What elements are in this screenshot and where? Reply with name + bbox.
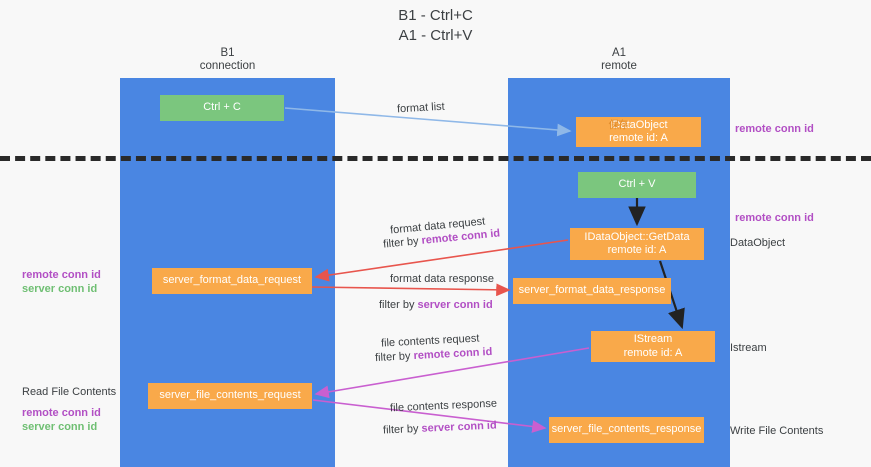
lane-header-a1-name: A1 (611, 47, 627, 59)
box-server-format-data-response-label: server_format_data_response (518, 284, 666, 297)
margin-left-bottom-server-conn-id: server conn id (22, 421, 98, 433)
filter-prefix: filter by (379, 299, 418, 311)
flow-label-file-contents-response-filter: filter by server conn id (383, 419, 497, 438)
flow-label-format-data-response-filter: filter by server conn id (379, 298, 493, 312)
title-line-1: B1 - Ctrl+C (398, 7, 473, 24)
diagram-title: B1 - Ctrl+C A1 - Ctrl+V (0, 6, 871, 46)
margin-left-read-file-contents: Read File Contents (22, 386, 117, 398)
box-getdata-line1: IDataObject::GetData (584, 230, 690, 243)
lane-header-b1: B1 connection (120, 47, 335, 73)
filter-key-server-conn-id: server conn id (421, 419, 497, 435)
flow-label-format-data-response: format data response (390, 273, 494, 285)
filter-prefix: filter by (382, 422, 422, 437)
margin-left-remote-conn-id: remote conn id (22, 269, 101, 281)
margin-right-dataobject: DataObject (730, 237, 786, 249)
box-idataobject-line2: remote id: A (609, 132, 668, 144)
margin-label-left-bottom: Read File Contents remote conn id server… (22, 385, 116, 434)
box-server-file-contents-response[interactable]: server_file_contents_response (549, 417, 704, 443)
box-ctrl-v[interactable]: Ctrl + V (578, 172, 696, 198)
filter-prefix: filter by (382, 234, 423, 251)
lane-header-a1: A1 remote (508, 47, 730, 73)
box-server-format-data-response[interactable]: server_format_data_response (513, 278, 671, 304)
box-server-format-data-request[interactable]: server_format_data_request (152, 268, 312, 294)
margin-right-write-file-contents: Write File Contents (730, 425, 824, 437)
box-server-file-contents-request-label: server_file_contents_request (159, 389, 301, 402)
box-istream[interactable]: IStream remote id: A (591, 331, 715, 362)
margin-left-bottom-remote-conn-id: remote conn id (22, 407, 101, 419)
margin-left-server-conn-id: server conn id (22, 283, 98, 295)
filter-key-remote-conn-id: remote conn id (413, 345, 493, 363)
flow-label-file-contents-response: file contents response (389, 397, 498, 415)
title-line-2: A1 - Ctrl+V (398, 27, 473, 44)
box-server-format-data-request-label: server_format_data_request (162, 274, 302, 287)
box-server-file-contents-request[interactable]: server_file_contents_request (148, 383, 312, 409)
box-ctrl-v-label: Ctrl + V (618, 178, 656, 191)
lane-header-b1-name: B1 (220, 47, 235, 59)
box-idataobject-line1: 保存 IDataObject (608, 118, 668, 133)
margin-right-remote-conn-id-top: remote conn id (735, 123, 814, 135)
box-idataobject-overlay-glyphs: 保存 (608, 118, 628, 131)
box-idataobject-getdata[interactable]: IDataObject::GetData remote id: A (570, 228, 704, 260)
box-idataobject-line1-text: IDataObject (609, 118, 668, 131)
lane-header-b1-role: connection (199, 60, 256, 72)
flow-label-format-list: format list (396, 100, 445, 116)
box-ctrl-c[interactable]: Ctrl + C (160, 95, 284, 121)
box-getdata-line2: remote id: A (607, 244, 667, 256)
box-server-file-contents-response-label: server_file_contents_response (551, 423, 702, 436)
margin-label-left-middle: remote conn id server conn id (22, 268, 101, 296)
box-istream-line1: IStream (633, 333, 673, 345)
box-ctrl-c-label: Ctrl + C (203, 101, 241, 114)
margin-right-istream: Istream (730, 342, 767, 354)
margin-right-remote-conn-id-mid: remote conn id (735, 212, 814, 224)
box-idataobject[interactable]: 保存 IDataObject remote id: A (576, 117, 701, 147)
filter-prefix: filter by (374, 350, 414, 365)
box-istream-line2: remote id: A (623, 346, 683, 359)
filter-key-server-conn-id: server conn id (417, 299, 493, 311)
phase-divider (0, 156, 871, 161)
lane-header-a1-role: remote (601, 60, 637, 72)
